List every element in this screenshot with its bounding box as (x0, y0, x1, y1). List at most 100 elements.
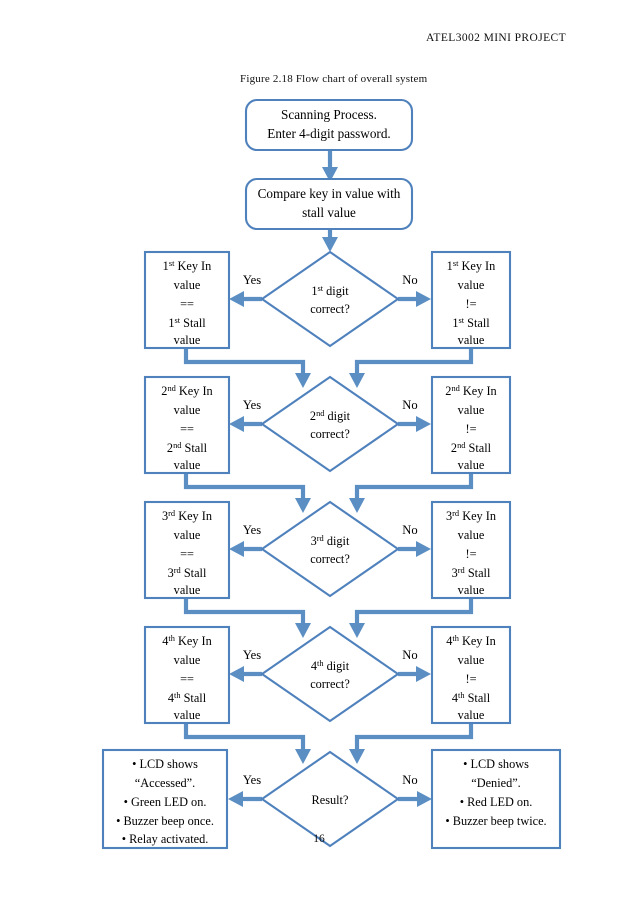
stage-4-no-line3: != (465, 672, 476, 686)
connector-decision-2-no (398, 416, 431, 432)
stage-3: 3rd Key In value == 3rd Stall value 3rd … (143, 500, 512, 600)
stage-3-yes-line1: 3rd Key In (162, 509, 212, 523)
result-stage: • LCD shows “Accessed”. • Green LED on. … (101, 748, 562, 850)
stage-1-decision-line2: correct? (310, 302, 350, 316)
node-stage-2-no-box[interactable]: 2nd Key In value != 2nd Stall value (430, 375, 512, 475)
stage-1-no-line4: 1st Stall (452, 316, 490, 330)
stage-2-yes-label: Yes (243, 398, 261, 412)
stage-3-no-label: No (402, 523, 417, 537)
stage-4-decision-line1: 4th digit (311, 659, 350, 673)
stage-2-no-line4: 2nd Stall (451, 441, 492, 455)
stage-4-yes-line5: value (174, 708, 201, 722)
connector-stage-3-to-4 (183, 598, 474, 638)
stage-1-yes-line2: value (174, 278, 201, 292)
stage-1-no-line3: != (465, 297, 476, 311)
result-accessed-line-3: • Green LED on. (124, 795, 207, 809)
stage-1-yes-line4: 1st Stall (168, 316, 206, 330)
result-denied-line-3: • Red LED on. (460, 795, 533, 809)
stage-4-yes-label: Yes (243, 648, 261, 662)
stage-2: 2nd Key In value == 2nd Stall value 2nd … (143, 375, 512, 475)
stage-1-yes-label: Yes (243, 273, 261, 287)
connector-stage-2-to-3 (183, 473, 474, 513)
stage-1-yes-line3: == (180, 297, 194, 311)
stage-2-decision-line2: correct? (310, 427, 350, 441)
stage-3-yes-line2: value (174, 528, 201, 542)
stage-4-yes-line3: == (180, 672, 194, 686)
stage-4-no-line5: value (458, 708, 485, 722)
stage-2-no-line5: value (458, 458, 485, 472)
figure-caption: Figure 2.18 Flow chart of overall system (240, 73, 428, 85)
stage-3-yes-line3: == (180, 547, 194, 561)
stage-2-no-line1: 2nd Key In (445, 384, 496, 398)
page-number: 16 (313, 833, 325, 845)
result-accessed-line-5: • Relay activated. (122, 832, 209, 846)
stage-3-no-line5: value (458, 583, 485, 597)
stage-3-yes-line5: value (174, 583, 201, 597)
result-no-label: No (402, 773, 417, 787)
stage-3-no-line2: value (458, 528, 485, 542)
stage-3-yes-label: Yes (243, 523, 261, 537)
connector-decision-4-yes (229, 666, 262, 682)
result-accessed-line-4: • Buzzer beep once. (116, 814, 214, 828)
connector-result-no (398, 791, 432, 807)
stage-2-no-label: No (402, 398, 417, 412)
node-stage-3-no-box[interactable]: 3rd Key In value != 3rd Stall value (430, 500, 512, 600)
stage-1-no-label: No (402, 273, 417, 287)
stage-3-no-line3: != (465, 547, 476, 561)
stage-1-no-line5: value (458, 333, 485, 347)
result-denied-line-1: • LCD shows (463, 757, 529, 771)
stage-1-no-line2: value (458, 278, 485, 292)
result-accessed-line-1: • LCD shows (132, 757, 198, 771)
connector-decision-1-no (398, 291, 431, 307)
node-stage-2-yes-box[interactable]: 2nd Key In value == 2nd Stall value (143, 375, 231, 475)
stage-4-yes-line4: 4th Stall (168, 691, 207, 705)
result-accessed-line-2: “Accessed”. (135, 776, 195, 790)
node-result-accessed-box[interactable]: • LCD shows “Accessed”. • Green LED on. … (101, 748, 229, 850)
node-stage-1-no-box[interactable]: 1st Key In value != 1st Stall value (430, 250, 512, 350)
stage-2-yes-line5: value (174, 458, 201, 472)
node-stage-3-yes-box[interactable]: 3rd Key In value == 3rd Stall value (143, 500, 231, 600)
node-stage-4-decision[interactable]: 4th digit correct? (260, 625, 400, 723)
stage-2-no-line2: value (458, 403, 485, 417)
stage-3-yes-line4: 3rd Stall (168, 566, 207, 580)
node-stage-4-yes-box[interactable]: 4th Key In value == 4th Stall value (143, 625, 231, 725)
node-stage-3-decision[interactable]: 3rd digit correct? (260, 500, 400, 598)
connector-decision-2-yes (229, 416, 262, 432)
stage-1-yes-line1: 1st Key In (163, 259, 212, 273)
connector-stage-4-to-result (183, 723, 474, 764)
result-denied-line-2: “Denied”. (471, 776, 521, 790)
stage-4: 4th Key In value == 4th Stall value 4th … (143, 625, 512, 725)
stage-3-decision-line1: 3rd digit (311, 534, 350, 548)
stage-1-decision-line1: 1st digit (311, 284, 349, 298)
node-scanning-process-line1: Scanning Process. (281, 107, 377, 122)
node-stage-1-decision[interactable]: 1st digit correct? (260, 250, 400, 348)
stage-3-no-line1: 3rd Key In (446, 509, 496, 523)
stage-2-decision-line1: 2nd digit (310, 409, 351, 423)
node-scanning-process[interactable]: Scanning Process. Enter 4-digit password… (244, 98, 414, 152)
node-stage-1-yes-box[interactable]: 1st Key In value == 1st Stall value (143, 250, 231, 350)
node-stage-2-decision[interactable]: 2nd digit correct? (260, 375, 400, 473)
document-header: ATEL3002 MINI PROJECT (425, 32, 566, 44)
connector-decision-3-no (398, 541, 431, 557)
stage-2-yes-line2: value (174, 403, 201, 417)
connector-decision-4-no (398, 666, 431, 682)
result-decision-label: Result? (312, 793, 349, 807)
result-denied-line-4: • Buzzer beep twice. (445, 814, 546, 828)
node-result-decision[interactable]: Result? (260, 750, 400, 848)
stage-4-no-label: No (402, 648, 417, 662)
stage-4-no-line4: 4th Stall (452, 691, 491, 705)
connector-decision-3-yes (229, 541, 262, 557)
connector-result-yes (228, 791, 262, 807)
node-compare-values[interactable]: Compare key in value with stall value (244, 177, 414, 231)
node-result-denied-box[interactable]: • LCD shows “Denied”. • Red LED on. • Bu… (430, 748, 562, 850)
stage-2-yes-line1: 2nd Key In (161, 384, 212, 398)
stage-2-yes-line3: == (180, 422, 194, 436)
stage-3-no-line4: 3rd Stall (452, 566, 491, 580)
connector-stage-1-to-2 (183, 348, 474, 388)
connector-decision-1-yes (229, 291, 262, 307)
node-stage-4-no-box[interactable]: 4th Key In value != 4th Stall value (430, 625, 512, 725)
stage-1-no-line1: 1st Key In (447, 259, 496, 273)
stage-4-yes-line1: 4th Key In (162, 634, 212, 648)
